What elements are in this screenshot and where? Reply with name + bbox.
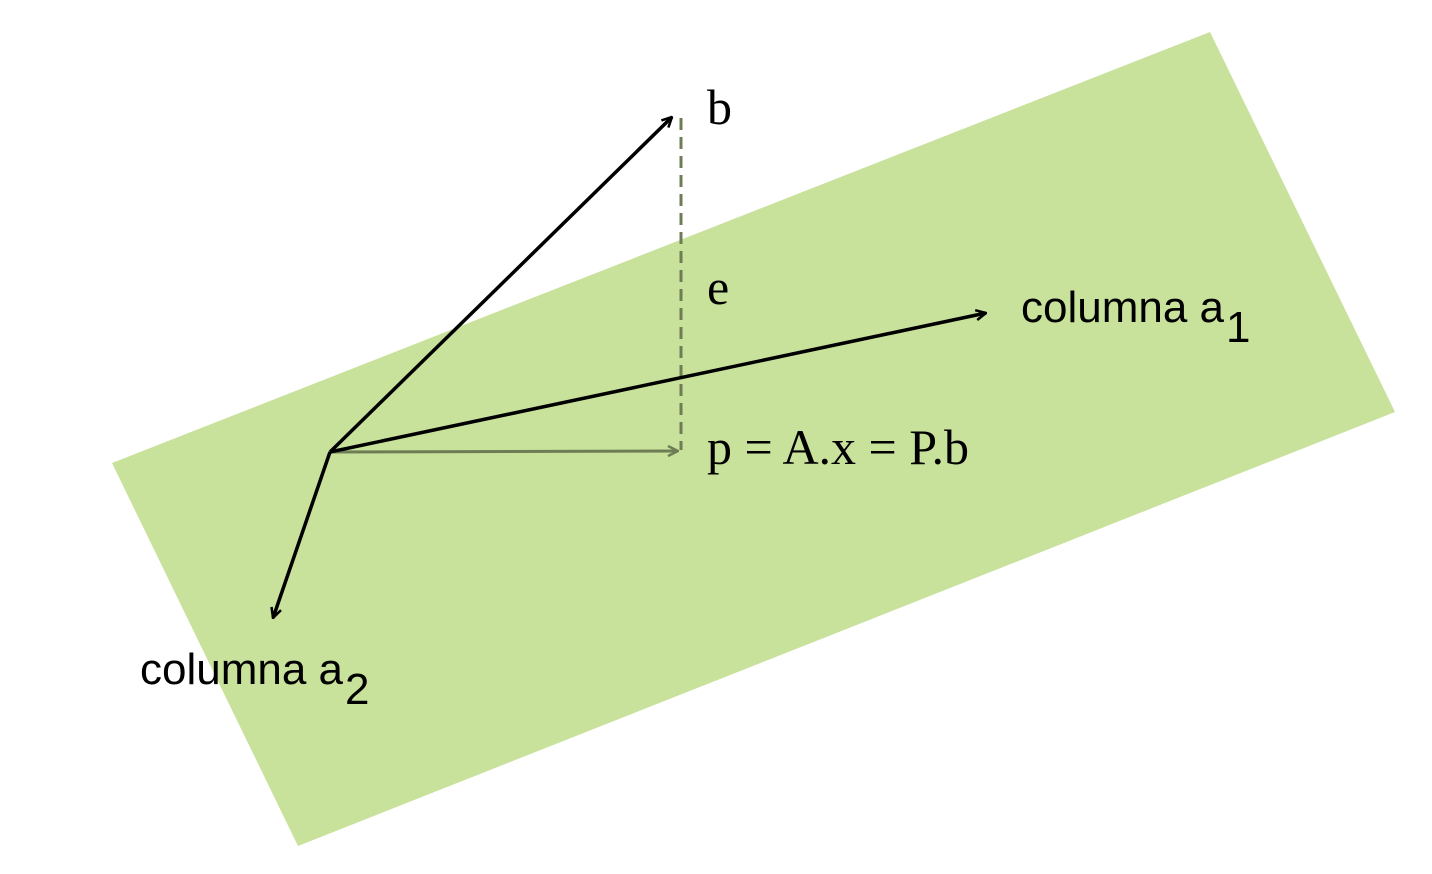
label-column-a1-subscript: 1 bbox=[1226, 303, 1251, 352]
label-column-a2: columna a2 bbox=[140, 645, 370, 712]
label-column-a2-text: columna a bbox=[140, 645, 344, 694]
label-column-a1-text: columna a bbox=[1021, 283, 1225, 332]
label-column-a2-subscript: 2 bbox=[345, 665, 370, 714]
projection-vector-p bbox=[329, 451, 678, 452]
label-p: p = A.x = P.b bbox=[707, 419, 970, 475]
vector-b bbox=[328, 117, 672, 454]
label-column-a1: columna a1 bbox=[1021, 283, 1251, 350]
column-space-plane bbox=[112, 32, 1395, 846]
column-vector-a2 bbox=[273, 451, 332, 618]
label-b: b bbox=[707, 79, 732, 135]
column-vector-a1 bbox=[329, 313, 986, 454]
label-e: e bbox=[707, 259, 730, 315]
